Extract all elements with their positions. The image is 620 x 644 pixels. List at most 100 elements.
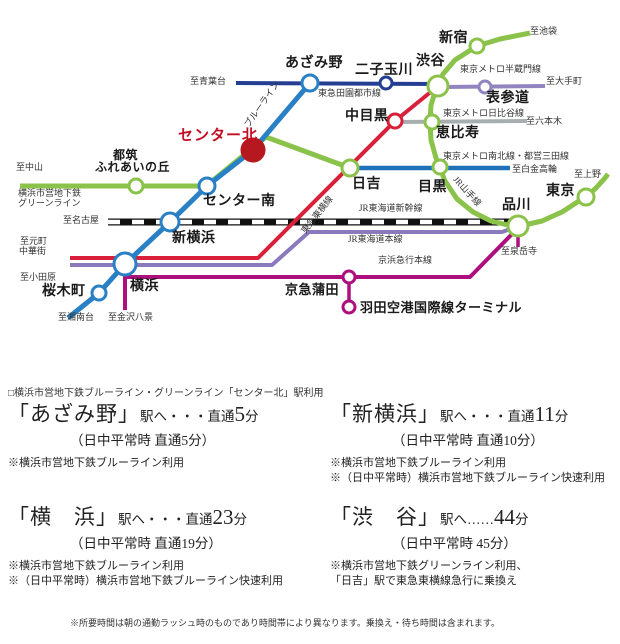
station-name: 「横 浜」 bbox=[8, 505, 118, 529]
station-sakuragicho bbox=[90, 284, 108, 302]
offpeak-time: （日中平常時 45分） bbox=[392, 536, 517, 552]
map-direction-label: 至小田原 bbox=[20, 272, 57, 282]
map-station-label: センター南 bbox=[203, 192, 276, 208]
station-azamino bbox=[300, 73, 320, 93]
map-direction-label: 至青葉台 bbox=[190, 76, 227, 86]
map-direction-label: 至元町 bbox=[20, 236, 48, 246]
station-tsuzuki-fureai-no-oka bbox=[127, 177, 145, 195]
access-note: 「日吉」駅で東急東横線急行に乗換え bbox=[330, 574, 517, 587]
station-center-minami bbox=[197, 176, 217, 196]
station-naka-meguro bbox=[386, 112, 404, 130]
station-name: 「新横浜」 bbox=[330, 402, 440, 426]
map-station-label: 中目黒 bbox=[345, 107, 389, 123]
map-station-label: 渋谷 bbox=[416, 52, 445, 68]
access-note: ※（日中平常時）横浜市営地下鉄ブルーライン快速利用 bbox=[8, 574, 283, 587]
station-futako-tamagawa bbox=[378, 75, 394, 91]
route-text: 駅へ・・・直通 bbox=[440, 409, 535, 424]
line-tokyo-metro-hibiya-line bbox=[396, 119, 528, 124]
map-direction-label: 至白金高輪 bbox=[512, 164, 558, 174]
map-direction-label: 至湘南台 bbox=[58, 312, 95, 322]
minutes-value: 11 bbox=[534, 402, 555, 426]
map-station-label: 二子玉川 bbox=[355, 61, 413, 77]
map-direction-label: 至六本木 bbox=[526, 116, 563, 126]
offpeak-time: （日中平常時 直通5分） bbox=[70, 433, 216, 449]
route-notes: ※横浜市営地下鉄ブルーライン利用※（日中平常時）横浜市営地下鉄ブルーライン快速利… bbox=[8, 559, 308, 589]
access-route-title: 「渋 谷」駅へ……44分 bbox=[330, 505, 620, 529]
station-meguro bbox=[431, 158, 449, 176]
rail-route-map: センター北あざみ野二子玉川渋谷新宿表参道中目黒恵比寿日吉目黒品川東京センター南新… bbox=[16, 26, 610, 322]
route-notes: ※横浜市営地下鉄グリーンライン利用、「日吉」駅で東急東横線急行に乗換え bbox=[330, 559, 620, 589]
station-ebisu bbox=[423, 113, 441, 131]
access-block-azamino: 「あざみ野」駅へ・・・直通5分 （日中平常時 直通5分） ※横浜市営地下鉄ブルー… bbox=[8, 402, 308, 471]
station-hiyoshi bbox=[340, 158, 360, 178]
map-line-name-label: 東京メトロ日比谷線 bbox=[443, 108, 525, 118]
map-line-name-label: 東京メトロ半蔵門線 bbox=[460, 64, 542, 74]
map-direction-label: 至名古屋 bbox=[63, 215, 100, 225]
map-direction-label: 至上野 bbox=[574, 169, 602, 179]
offpeak-time: （日中平常時 直通10分） bbox=[392, 433, 544, 449]
station-haneda-airport-intl-terminal bbox=[341, 299, 357, 315]
access-header: □横浜市営地下鉄ブルーライン・グリーンライン「センター北」駅利用 bbox=[8, 388, 324, 399]
map-station-label: 新宿 bbox=[439, 29, 468, 45]
map-direction-label: 至金沢八景 bbox=[108, 312, 154, 322]
map-line-name-label: 東急田園都市線 bbox=[318, 88, 382, 98]
access-note: ※横浜市営地下鉄ブルーライン利用 bbox=[8, 560, 184, 573]
map-station-label: 表参道 bbox=[486, 89, 530, 105]
map-direction-label: 中華街 bbox=[19, 246, 47, 256]
access-footnote: ※所要時間は朝の通勤ラッシュ時のものであり時間帯により異なります。乗換え・待ち時… bbox=[70, 618, 500, 628]
map-station-label: 東京 bbox=[546, 182, 575, 198]
access-note: ※横浜市営地下鉄グリーンライン利用、 bbox=[330, 560, 528, 573]
map-line-name-label: JR東海道本線 bbox=[348, 234, 403, 244]
station-shibuya bbox=[426, 74, 450, 98]
map-station-label: 目黒 bbox=[418, 178, 447, 194]
route-text: 駅へ・・・直通 bbox=[118, 512, 213, 527]
minutes-unit: 分 bbox=[515, 512, 529, 527]
minutes-value: 44 bbox=[494, 505, 515, 529]
station-shinjuku bbox=[468, 37, 486, 55]
route-map-svg bbox=[20, 30, 610, 320]
line-keikyu-main-line bbox=[123, 231, 515, 310]
map-direction-label: 至池袋 bbox=[530, 26, 558, 36]
map-highlight-station-label: センター北 bbox=[178, 127, 259, 144]
map-line-name-label: JR東海道新幹線 bbox=[359, 203, 423, 213]
line-tokyu-denentoshi-line bbox=[235, 81, 442, 86]
map-station-label: 新横浜 bbox=[172, 229, 216, 245]
map-station-label: 品川 bbox=[502, 196, 531, 212]
access-route-title: 「あざみ野」駅へ・・・直通5分 bbox=[8, 402, 308, 426]
station-shinagawa bbox=[506, 214, 530, 238]
access-note: ※横浜市営地下鉄ブルーライン利用 bbox=[8, 457, 184, 470]
station-keikyu-kamata bbox=[341, 269, 357, 285]
route-notes: ※横浜市営地下鉄ブルーライン利用※（日中平常時）横浜市営地下鉄ブルーライン快速利… bbox=[330, 456, 620, 486]
map-line-name-label: 東京メトロ南北線・都営三田線 bbox=[443, 151, 570, 161]
map-station-label: 日吉 bbox=[352, 175, 381, 191]
station-name: 「あざみ野」 bbox=[8, 402, 140, 426]
map-station-label: 羽田空港国際線ターミナル bbox=[360, 300, 523, 315]
route-map-labels: センター北あざみ野二子玉川渋谷新宿表参道中目黒恵比寿日吉目黒品川東京センター南新… bbox=[16, 26, 602, 322]
map-direction-label: 至中山 bbox=[16, 162, 44, 172]
map-station-label: 京急蒲田 bbox=[285, 282, 340, 297]
map-station-label: ふれあいの丘 bbox=[95, 160, 171, 174]
map-station-label: 恵比寿 bbox=[436, 124, 480, 140]
offpeak-time: （日中平常時 直通19分） bbox=[70, 536, 222, 552]
line-tokyo-metro-hanzomon-line bbox=[440, 84, 546, 89]
map-line-name-label: グリーンライン bbox=[18, 198, 81, 208]
minutes-unit: 分 bbox=[233, 512, 248, 527]
access-block-yokohama: 「横 浜」駅へ・・・直通23分 （日中平常時 直通19分） ※横浜市営地下鉄ブル… bbox=[8, 505, 308, 589]
map-line-name-label: 横浜市営地下鉄 bbox=[18, 188, 82, 198]
access-note: ※横浜市営地下鉄ブルーライン利用 bbox=[330, 457, 506, 470]
station-name: 「渋 谷」 bbox=[330, 505, 440, 529]
station-yokohama bbox=[112, 251, 138, 277]
route-text: 駅へ・・・直通 bbox=[140, 409, 235, 424]
access-block-shibuya: 「渋 谷」駅へ……44分 （日中平常時 45分） ※横浜市営地下鉄グリーンライン… bbox=[330, 505, 620, 589]
access-block-shin-yokohama: 「新横浜」駅へ・・・直通11分 （日中平常時 直通10分） ※横浜市営地下鉄ブル… bbox=[330, 402, 620, 486]
access-note: ※（日中平常時）横浜市営地下鉄ブルーライン快速利用 bbox=[330, 471, 605, 484]
line-jr-tokaido-honsen-line bbox=[70, 225, 517, 267]
map-station-label: 都筑 bbox=[113, 148, 139, 162]
map-line-name-label: 京浜急行本線 bbox=[378, 255, 433, 265]
station-omotesando bbox=[477, 79, 493, 95]
access-route-title: 「横 浜」駅へ・・・直通23分 bbox=[8, 505, 308, 529]
minutes-value: 23 bbox=[212, 505, 234, 529]
station-tokyo bbox=[576, 187, 596, 207]
map-station-label: 横浜 bbox=[130, 277, 159, 293]
